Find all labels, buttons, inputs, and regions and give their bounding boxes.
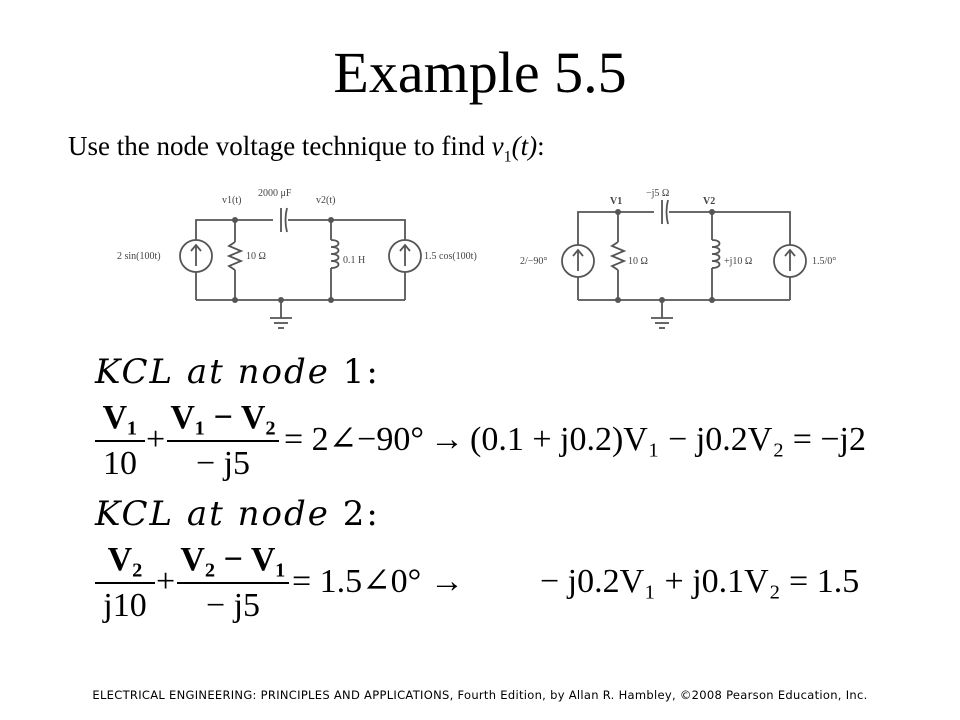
kcl-node1-label: KCL at node 1: <box>95 352 380 392</box>
eq1-fraction-1: V₁ 10 <box>95 398 145 484</box>
phasor-node2-label: V2 <box>703 196 715 207</box>
phasor-node1-label: V1 <box>610 196 622 207</box>
eq2-fraction-2: V₂ − V₁ − j5 <box>177 540 289 626</box>
eq2-arrow: → <box>430 563 464 600</box>
eq2-frac2-num: V₂ − V₁ <box>180 541 286 578</box>
phasor-source-right-label: 1.5/0° <box>812 256 836 267</box>
eq1-plus: + <box>146 421 166 458</box>
eq1-fraction-2: V₁ − V₂ − j5 <box>167 398 279 484</box>
phasor-source-left-label: 2/−90° <box>520 256 547 267</box>
time-domain-circuit <box>179 207 422 329</box>
slide-title: Example 5.5 <box>333 40 627 105</box>
eq2-rhs: = 1.5∠0° <box>292 563 422 600</box>
eq1-rhs: = 2∠−90° <box>284 421 424 458</box>
time-source-left-label: 2 sin(100t) <box>117 251 161 262</box>
eq1-frac1-den: 10 <box>103 445 137 482</box>
time-node2-label: v2(t) <box>316 195 335 206</box>
eq1-arrow: → <box>430 421 464 458</box>
eq1-frac2-num: V₁ − V₂ <box>170 399 276 436</box>
eq2-plus: + <box>156 563 176 600</box>
phasor-capacitor-label: −j5 Ω <box>646 188 669 199</box>
eq1-frac2-den: − j5 <box>195 445 251 482</box>
phasor-circuit <box>561 199 807 329</box>
time-source-right-label: 1.5 cos(100t) <box>424 251 477 262</box>
instruction-text: Use the node voltage technique to find v… <box>68 131 545 166</box>
time-capacitor-label: 2000 μF <box>258 188 292 199</box>
phasor-inductor-label: +j10 Ω <box>724 256 752 267</box>
eq2-frac1-num: V₂ <box>107 541 143 578</box>
eq2-fraction-1: V₂ j10 <box>95 540 155 626</box>
kcl-node2-label: KCL at node 2: <box>95 494 380 534</box>
time-node1-label: v1(t) <box>222 195 241 206</box>
phasor-resistor-label: 10 Ω <box>628 256 648 267</box>
eq1-frac1-num: V₁ <box>102 399 138 436</box>
eq2-frac2-den: − j5 <box>205 587 261 624</box>
time-resistor-label: 10 Ω <box>246 251 266 262</box>
time-inductor-label: 0.1 H <box>343 255 365 266</box>
eq2-frac1-den: j10 <box>103 587 147 624</box>
eq1-result: (0.1 + j0.2)V₁ − j0.2V₂ = −j2 <box>470 421 866 458</box>
eq2-result: − j0.2V₁ + j0.1V₂ = 1.5 <box>540 563 860 600</box>
footer-citation: ELECTRICAL ENGINEERING: PRINCIPLES AND A… <box>92 688 868 702</box>
